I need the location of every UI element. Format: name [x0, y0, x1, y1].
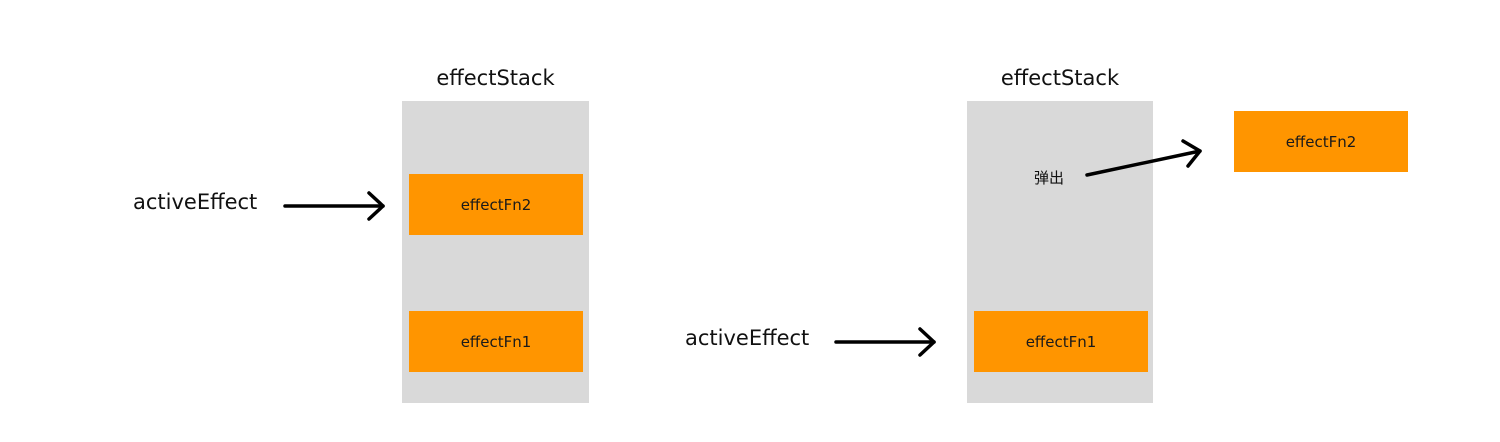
pop-label: 弹出 — [1034, 169, 1065, 187]
right-stack-item-effectfn1: effectFn1 — [974, 311, 1148, 372]
right-active-effect-label: activeEffect — [685, 326, 810, 350]
right-stack-label: effectStack — [1000, 66, 1120, 90]
left-stack-item-effectfn1: effectFn1 — [409, 311, 583, 372]
left-active-effect-arrow — [283, 191, 385, 221]
left-stack-item-effectfn2: effectFn2 — [409, 174, 583, 235]
pop-arrow — [1085, 139, 1202, 177]
popped-item-effectfn2: effectFn2 — [1234, 111, 1408, 172]
left-stack-label: effectStack — [436, 66, 555, 90]
left-active-effect-label: activeEffect — [133, 190, 258, 214]
right-active-effect-arrow — [834, 327, 936, 357]
